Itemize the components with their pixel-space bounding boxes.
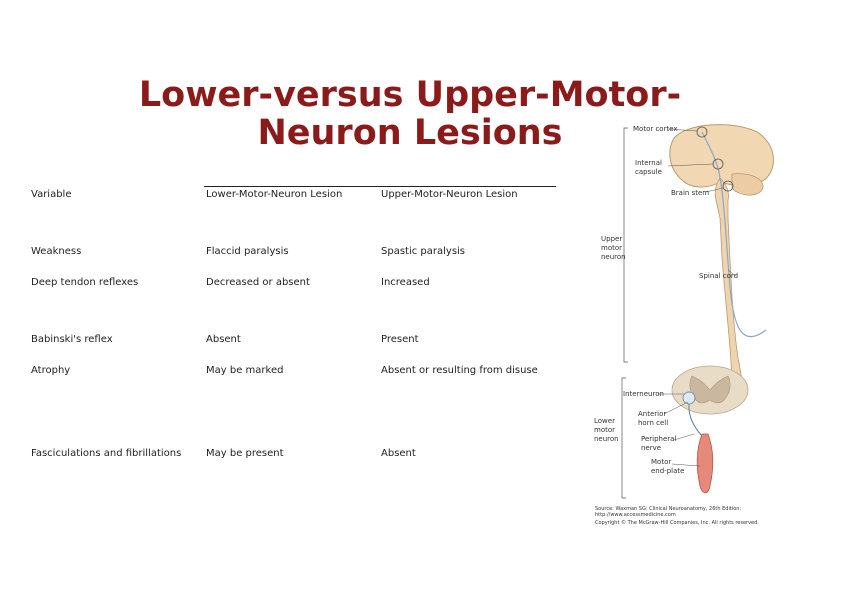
page-title: Lower-versus Upper-Motor- Neuron Lesions bbox=[60, 76, 760, 152]
table-row-lower: Absent bbox=[206, 334, 241, 345]
label-motor-cortex: Motor cortex bbox=[633, 125, 678, 133]
cerebellum-shape bbox=[731, 173, 764, 196]
label-peripheral-1: Peripheral bbox=[641, 435, 677, 443]
label-endplate-2: end-plate bbox=[651, 467, 685, 475]
table-row-variable: Deep tendon reflexes bbox=[31, 277, 139, 288]
anterior-horn-cell bbox=[682, 391, 696, 405]
header-variable: Variable bbox=[31, 189, 72, 200]
table-row-variable: Weakness bbox=[31, 246, 82, 257]
label-internal-capsule-1: Internal bbox=[635, 159, 662, 167]
label-lower-3: neuron bbox=[594, 435, 619, 443]
muscle-shape bbox=[696, 433, 714, 494]
figure-credit-url: http://www.accessmedicine.com bbox=[595, 512, 676, 518]
figure-credit-copyright: Copyright © The McGraw-Hill Companies, I… bbox=[595, 520, 759, 526]
label-interneuron: Interneuron bbox=[623, 390, 664, 398]
table-row-upper: Spastic paralysis bbox=[381, 246, 466, 257]
label-upper-2: motor bbox=[601, 244, 623, 252]
lower-neuron-bracket bbox=[621, 377, 626, 499]
brain-shape bbox=[669, 124, 774, 188]
motor-cortex-circle bbox=[696, 126, 708, 138]
title-line-2: Neuron Lesions bbox=[257, 113, 563, 153]
header-rule bbox=[204, 186, 556, 187]
label-lower-1: Lower bbox=[594, 417, 615, 425]
label-anterior-2: horn cell bbox=[638, 419, 669, 427]
table-row-variable: Babinski's reflex bbox=[31, 334, 113, 345]
table-row-upper: Increased bbox=[381, 277, 430, 288]
brain-stem-circle bbox=[722, 180, 734, 192]
label-upper-3: neuron bbox=[601, 253, 626, 261]
motor-pathway-diagram bbox=[621, 124, 774, 499]
table-row-lower: May be marked bbox=[206, 365, 284, 376]
table-row-upper: Present bbox=[381, 334, 419, 345]
label-lower-2: motor bbox=[594, 426, 616, 434]
label-spinal-cord: Spinal cord bbox=[699, 272, 739, 280]
title-line-1: Lower-versus Upper-Motor- bbox=[138, 75, 682, 115]
table-row-variable: Fasciculations and fibrillations bbox=[31, 448, 182, 459]
label-upper-1: Upper bbox=[601, 235, 623, 243]
header-upper-motor: Upper-Motor-Neuron Lesion bbox=[381, 189, 518, 200]
table-row-variable: Atrophy bbox=[31, 365, 71, 376]
table-row-upper: Absent or resulting from disuse bbox=[381, 365, 538, 376]
figure-credit-source: Source: Waxman SG: Clinical Neuroanatomy… bbox=[595, 506, 742, 512]
label-peripheral-2: nerve bbox=[641, 444, 662, 452]
table-row-lower: Flaccid paralysis bbox=[206, 246, 289, 257]
table-row-lower: Decreased or absent bbox=[206, 277, 310, 288]
label-endplate-1: Motor bbox=[651, 458, 672, 466]
upper-neuron-bracket bbox=[623, 127, 628, 363]
motor-pathway-figure: Motor cortex Internal capsule Brain stem… bbox=[592, 118, 792, 534]
spinal-cord-shape bbox=[714, 177, 742, 385]
label-brain-stem: Brain stem bbox=[671, 189, 710, 197]
label-anterior-1: Anterior bbox=[638, 410, 667, 418]
table-row-upper: Absent bbox=[381, 448, 416, 459]
gray-matter-shape bbox=[689, 375, 731, 404]
table-row-lower: May be present bbox=[206, 448, 284, 459]
header-lower-motor: Lower-Motor-Neuron Lesion bbox=[206, 189, 343, 200]
label-internal-capsule-2: capsule bbox=[635, 168, 662, 176]
